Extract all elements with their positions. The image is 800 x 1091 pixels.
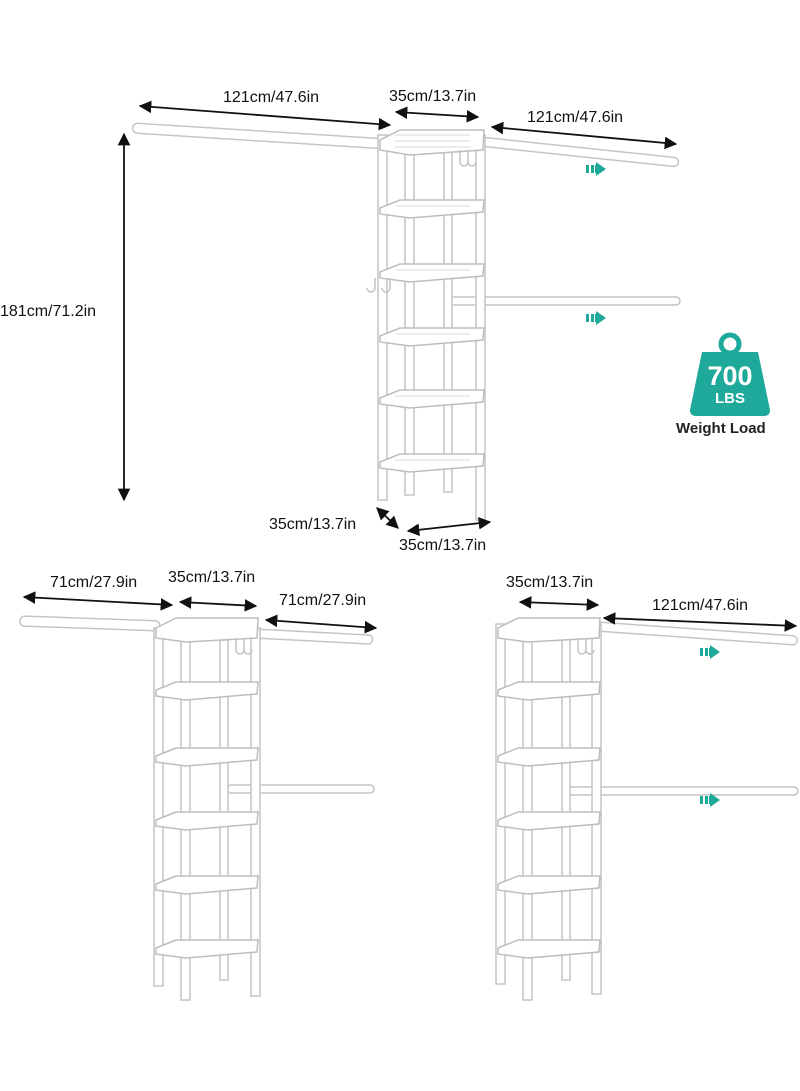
top-tower-width-label: 35cm/13.7in [389, 88, 477, 105]
br-tower-arrow [518, 596, 600, 611]
bl-rod-left [19, 615, 161, 632]
top-base-width-label: 35cm/13.7in [399, 537, 487, 554]
bl-rod-lower [226, 784, 375, 794]
top-depth-arrow [376, 507, 399, 529]
bl-right-rod-arrow [264, 614, 378, 634]
top-depth-label: 35cm/13.7in [269, 516, 357, 533]
br-right-rod-arrow [602, 612, 798, 632]
bl-right-rod-label: 71cm/27.9in [279, 592, 367, 609]
bottom-right-unit [495, 596, 799, 1001]
extend-arrow-icon [586, 311, 606, 325]
bottom-left-unit [19, 591, 378, 1001]
top-right-rod-arrow [490, 121, 678, 150]
bl-rod-right [254, 628, 374, 645]
top-base-arrow [406, 516, 492, 537]
bl-tower-width-label: 35cm/13.7in [168, 569, 256, 586]
bl-left-rod-label: 71cm/27.9in [50, 574, 138, 591]
top-left-rod-label: 121cm/47.6in [223, 89, 320, 106]
top-height-label: 181cm/71.2in [0, 303, 97, 320]
top-left-rod [131, 122, 393, 150]
top-tower-arrow [394, 106, 480, 123]
top-left-rod-arrow [138, 100, 392, 131]
br-tower-width-label: 35cm/13.7in [506, 574, 594, 591]
bl-tower-arrow [178, 596, 258, 612]
weight-icon [690, 332, 770, 416]
br-right-rod-label: 121cm/47.6in [652, 597, 749, 614]
weight-load-caption: Weight Load [676, 420, 766, 437]
top-unit [117, 100, 681, 537]
top-right-rod-label: 121cm/47.6in [527, 109, 624, 126]
weight-value: 700 [707, 361, 753, 391]
extend-arrow-icon [586, 162, 606, 176]
weight-unit: LBS [715, 390, 745, 407]
extend-arrow-icon [700, 645, 720, 659]
bl-left-rod-arrow [22, 591, 174, 611]
